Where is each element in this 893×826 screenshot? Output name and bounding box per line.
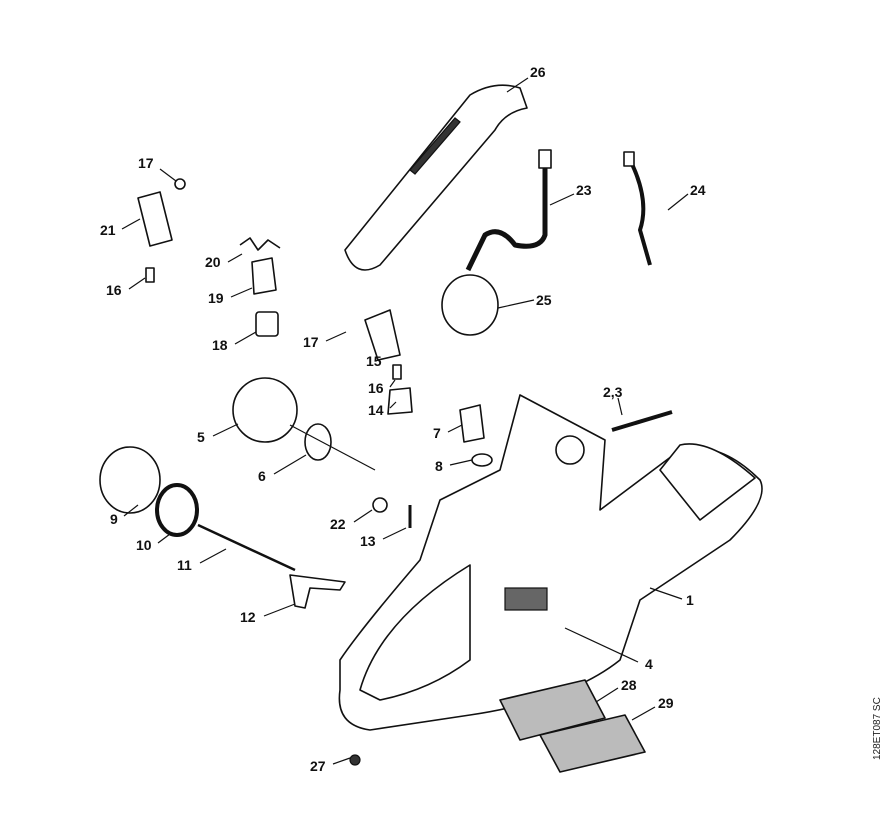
part-16-pin: [145, 267, 155, 283]
callout-1: 1: [686, 592, 694, 608]
part-28-plate: [499, 679, 606, 741]
callout-9: 9: [110, 511, 118, 527]
leader-22: [353, 509, 373, 523]
leader-9: [123, 504, 139, 517]
leader-8: [449, 459, 473, 466]
callout-5: 5: [197, 429, 205, 445]
part-14-cap: [387, 387, 413, 415]
callout-7: 7: [433, 425, 441, 441]
part-1-rear-handle: [659, 443, 756, 521]
callout-16: 16: [106, 282, 122, 298]
callout-26: 26: [530, 64, 546, 80]
leader-10: [157, 533, 171, 544]
leader-28: [595, 687, 619, 703]
part-12-bracket: [289, 574, 346, 609]
callout-24: 24: [690, 182, 706, 198]
leader-14: [389, 401, 397, 409]
callout-27: 27: [310, 758, 326, 774]
callout-19: 19: [208, 290, 224, 306]
part-23-hose: [465, 155, 548, 272]
part-15-valve: [364, 309, 401, 361]
callout-2-3: 2,3: [603, 384, 623, 400]
callout-4: 4: [645, 656, 653, 672]
leader-2-3: [617, 397, 623, 416]
part-26-handlebar: [344, 84, 528, 271]
part-1-port: [555, 435, 585, 465]
callout-23: 23: [576, 182, 592, 198]
callout-29: 29: [658, 695, 674, 711]
leader-23: [549, 193, 575, 206]
part-7-valve: [459, 404, 485, 443]
callout-17: 17: [138, 155, 154, 171]
leader-16a: [128, 277, 146, 290]
callout-10: 10: [136, 537, 152, 553]
callout-17-b: 17: [303, 334, 319, 350]
drawing-code: 128ET087 SC: [872, 697, 883, 760]
callout-12: 12: [240, 609, 256, 625]
part-18-plug: [255, 311, 279, 337]
leader-12: [263, 603, 296, 617]
leader-1: [649, 587, 683, 600]
leader-21: [121, 218, 141, 230]
leader-5: [212, 423, 239, 437]
part-17-screw: [174, 178, 186, 190]
part-25-filter: [441, 274, 499, 336]
leader-26: [506, 77, 529, 93]
leader-24: [667, 193, 689, 211]
part-6-oring: [304, 423, 332, 461]
leader-29: [631, 706, 656, 721]
leader-27: [332, 757, 351, 765]
callout-28: 28: [621, 677, 637, 693]
part-8-ring: [471, 453, 493, 467]
callout-21: 21: [100, 222, 116, 238]
leader-13: [382, 527, 407, 540]
leader-11: [199, 548, 227, 564]
callout-14: 14: [368, 402, 384, 418]
part-27-screw: [349, 754, 361, 766]
part-9-gear: [99, 446, 161, 514]
leader-17a: [159, 168, 177, 182]
part-22-cap: [372, 497, 388, 513]
callout-13: 13: [360, 533, 376, 549]
callout-16-b: 16: [368, 380, 384, 396]
part-2-3-screw: [611, 410, 673, 432]
callout-22: 22: [330, 516, 346, 532]
part-21-cover: [137, 191, 173, 247]
callout-11: 11: [177, 557, 192, 573]
part-5-oilpump: [232, 377, 298, 443]
leader-25: [497, 299, 535, 309]
callout-20: 20: [205, 254, 221, 270]
part-20-spring: [239, 237, 281, 251]
leader-6: [273, 454, 307, 475]
part-4-label: [504, 587, 548, 611]
part-10-washer: [155, 483, 199, 537]
part-24-fitting: [623, 151, 635, 167]
callout-18: 18: [212, 337, 228, 353]
leader-16b: [389, 379, 396, 388]
part-5-shaft: [289, 424, 376, 471]
callout-15: 15: [366, 353, 382, 369]
part-29-plate: [539, 714, 646, 773]
part-1-inner-cutout: [359, 564, 471, 701]
leader-7: [447, 424, 463, 433]
leader-19: [230, 287, 253, 298]
leader-17b: [325, 331, 347, 342]
part-26-slot: [409, 117, 461, 175]
leader-lines: [121, 77, 689, 765]
part-23-fitting: [538, 149, 552, 169]
part-24-line: [628, 159, 652, 266]
leader-20: [227, 253, 243, 263]
leader-4: [564, 627, 639, 663]
callout-6: 6: [258, 468, 266, 484]
part-11-rod: [197, 523, 296, 572]
callout-labels: 26 17 21 23 24 20 19 16 25 18 17 15 16 1…: [100, 64, 706, 774]
part-19-lever: [251, 257, 277, 295]
callout-25: 25: [536, 292, 552, 308]
part-16b-pin: [392, 364, 402, 380]
leader-18: [234, 331, 257, 345]
callout-8: 8: [435, 458, 443, 474]
